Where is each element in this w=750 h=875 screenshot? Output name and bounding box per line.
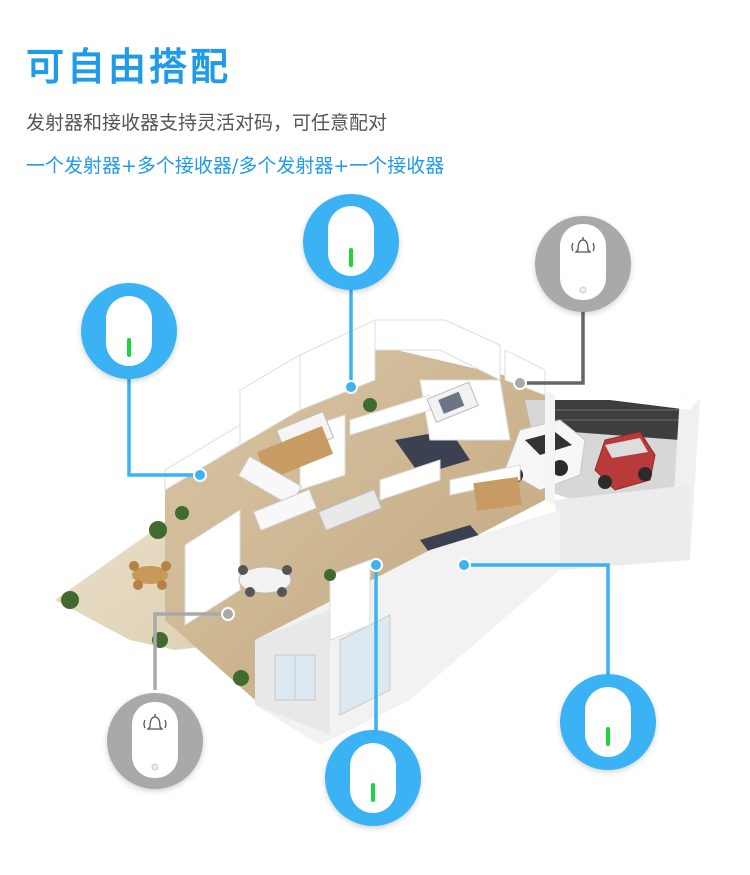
house-floorplan (55, 319, 700, 745)
front-wall (255, 510, 560, 745)
receiver-badge (107, 693, 203, 789)
page-title: 可自由搭配 (26, 45, 232, 89)
connector-lines (127, 286, 610, 735)
pairing-tagline: 一个发射器+多个接收器/多个发射器+一个接收器 (26, 155, 445, 177)
subtitle: 发射器和接收器支持灵活对码，可任意配对 (26, 112, 388, 134)
transmitter-badge (560, 674, 656, 770)
led-indicator (371, 783, 375, 802)
led-indicator (606, 727, 610, 746)
transmitter-badge (325, 730, 421, 826)
receiver-badge (535, 216, 631, 312)
led-indicator (349, 248, 353, 267)
connector-endpoints (193, 376, 527, 621)
car-red (594, 431, 656, 491)
bell-icon (571, 237, 595, 253)
led-indicator (127, 338, 131, 357)
transmitter-badge (81, 283, 177, 379)
transmitter-badge (303, 194, 399, 290)
bell-icon (143, 714, 167, 730)
